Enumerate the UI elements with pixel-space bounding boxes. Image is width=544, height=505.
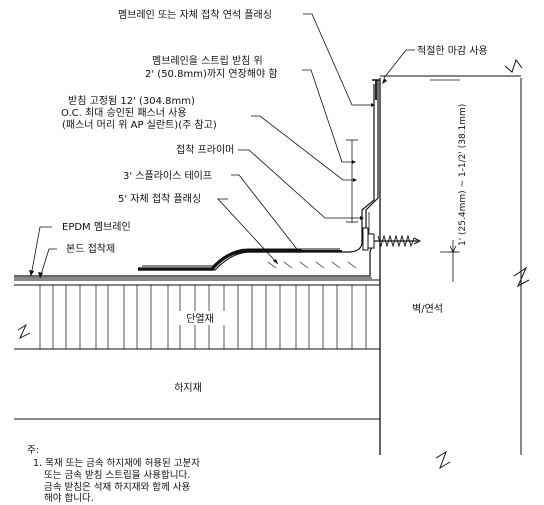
label-appropriate-termination: 적절한 마감 사용: [417, 44, 488, 57]
insulation-label: 단열재: [186, 313, 214, 325]
label-primer: 접착 프라이머: [176, 144, 234, 156]
notes-line-4: 해야 합니다.: [44, 493, 94, 504]
label-self-adhering-flashing: 5' 자체 접착 플래싱: [118, 193, 201, 205]
label-fastener-3: (패스너 머리 위 AP 실란트)(주 참고): [62, 118, 217, 131]
label-membrane-flashing: 멤브레인 또는 자체 접착 연석 플래싱: [118, 9, 272, 21]
dimension-label: 1' (25.4mm) ~ 1-1/2' (38.1mm): [458, 104, 468, 246]
notes-line-2: 또는 금속 받침 스트립을 사용합니다.: [44, 470, 191, 481]
label-fastener-2: O.C. 최대 승인된 패스너 사용: [61, 107, 187, 119]
leader-arrows: [29, 78, 387, 278]
leader-lines: [30, 13, 415, 279]
substrate-label: 하지재: [174, 381, 202, 394]
label-bonding-adhesive: 본드 접착제: [66, 243, 115, 255]
label-extend-membrane-2: 2' (50.8mm)까지 연장해야 함: [145, 67, 278, 80]
notes-line-3: 금속 받침은 석재 하지재와 함께 사용: [44, 482, 191, 493]
label-extend-membrane-1: 멤브레인을 스트립 받침 위: [152, 54, 263, 67]
fastener-screw: [367, 233, 422, 249]
insulation-layer: [14, 279, 380, 350]
insulation-label-bg: [175, 311, 225, 325]
wall-curb: [379, 58, 530, 470]
label-splice-tape: 3' 스플라이스 테이프: [123, 170, 212, 182]
notes-line-1: 1. 목재 또는 금속 하지재에 허용된 고분자: [33, 458, 201, 469]
label-epdm: EPDM 멤브레인: [62, 221, 131, 233]
label-wall: 벽/연석: [412, 303, 443, 315]
label-fastener-1: 받침 고정됨 12' (304.8mm): [68, 95, 195, 107]
dimension-lines: [346, 79, 460, 282]
notes-title: 주:: [27, 445, 39, 456]
